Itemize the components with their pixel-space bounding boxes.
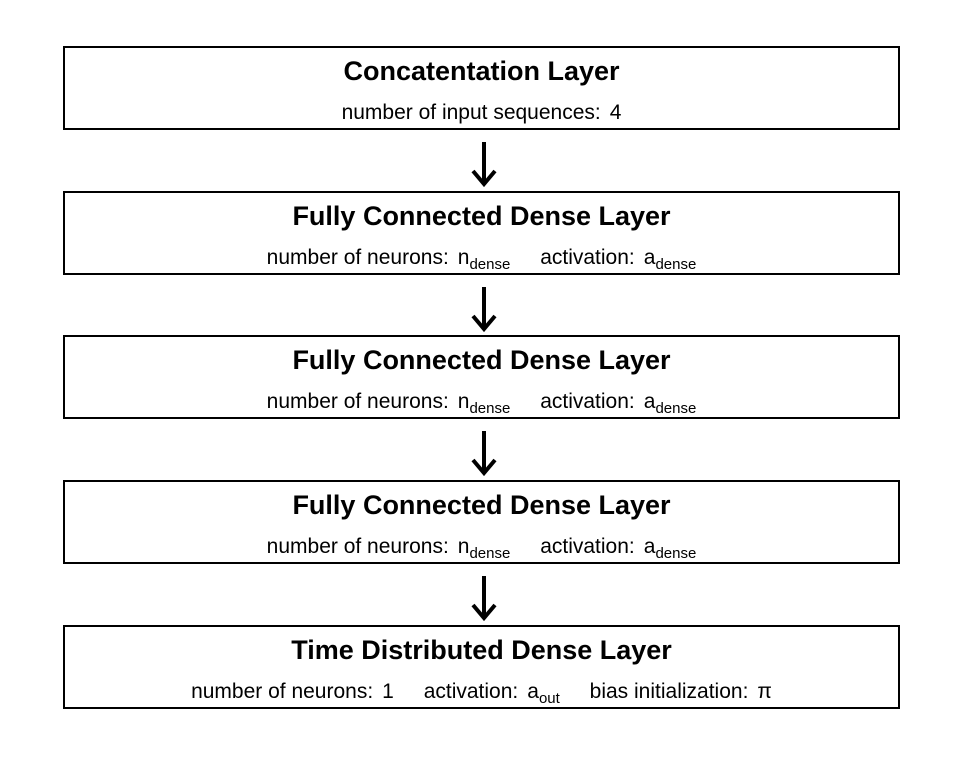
layer-params: number of input sequences: 4 [65,100,898,126]
layer-box-dense-2: Fully Connected Dense Layer number of ne… [63,335,900,419]
param-value: π [757,680,772,703]
param-value: adense [643,390,697,417]
param-label: activation: [540,535,635,558]
layer-title: Concatentation Layer [343,56,620,86]
param-input-sequences: number of input sequences: 4 [342,100,622,126]
param-subscript: dense [655,545,697,562]
arrow-down-icon [471,142,497,188]
param-activation: activation: adense [540,534,697,562]
layer-title: Fully Connected Dense Layer [292,201,671,231]
arrow-down-icon [471,576,497,622]
param-value: ndense [457,535,511,562]
param-label: number of input sequences: [341,101,601,124]
layer-box-dense-1: Fully Connected Dense Layer number of ne… [63,191,900,275]
param-label: activation: [423,680,519,703]
param-activation: activation: adense [540,245,697,273]
param-bias-initialization: bias initialization: π [590,679,772,705]
param-label: number of neurons: [266,246,449,269]
param-activation: activation: aout [423,679,560,707]
param-neurons: number of neurons: ndense [266,534,511,562]
param-value: adense [643,535,697,562]
param-label: number of neurons: [266,535,449,558]
param-neurons: number of neurons: ndense [266,245,511,273]
layer-title: Time Distributed Dense Layer [291,635,672,665]
param-value: aout [527,680,560,707]
param-label: bias initialization: [589,680,749,703]
layer-params: number of neurons: ndense activation: aden… [65,389,898,417]
param-subscript: dense [469,256,511,273]
param-value: ndense [457,246,511,273]
layer-box-concatenation: Concatentation Layer number of input seq… [63,46,900,130]
layer-params: number of neurons: 1 activation: aout bias… [65,679,898,707]
param-subscript: dense [655,400,697,417]
param-neurons: number of neurons: 1 [191,679,394,705]
param-label: activation: [540,246,635,269]
param-label: number of neurons: [266,390,449,413]
param-neurons: number of neurons: ndense [266,389,511,417]
param-label: number of neurons: [191,680,374,703]
param-activation: activation: adense [540,389,697,417]
layer-params: number of neurons: ndense activation: aden… [65,534,898,562]
param-subscript: out [538,690,560,707]
layer-title: Fully Connected Dense Layer [292,345,671,375]
arrow-down-icon [471,431,497,477]
param-value: adense [643,246,697,273]
arrow-down-icon [471,287,497,333]
param-subscript: dense [655,256,697,273]
layer-params: number of neurons: ndense activation: aden… [65,245,898,273]
param-value: ndense [457,390,511,417]
layer-title: Fully Connected Dense Layer [292,490,671,520]
param-label: activation: [540,390,635,413]
param-value: 1 [382,680,394,703]
layer-box-dense-3: Fully Connected Dense Layer number of ne… [63,480,900,564]
layer-box-time-distributed: Time Distributed Dense Layer number of n… [63,625,900,709]
param-value: 4 [609,101,622,124]
param-subscript: dense [469,545,511,562]
param-subscript: dense [469,400,511,417]
